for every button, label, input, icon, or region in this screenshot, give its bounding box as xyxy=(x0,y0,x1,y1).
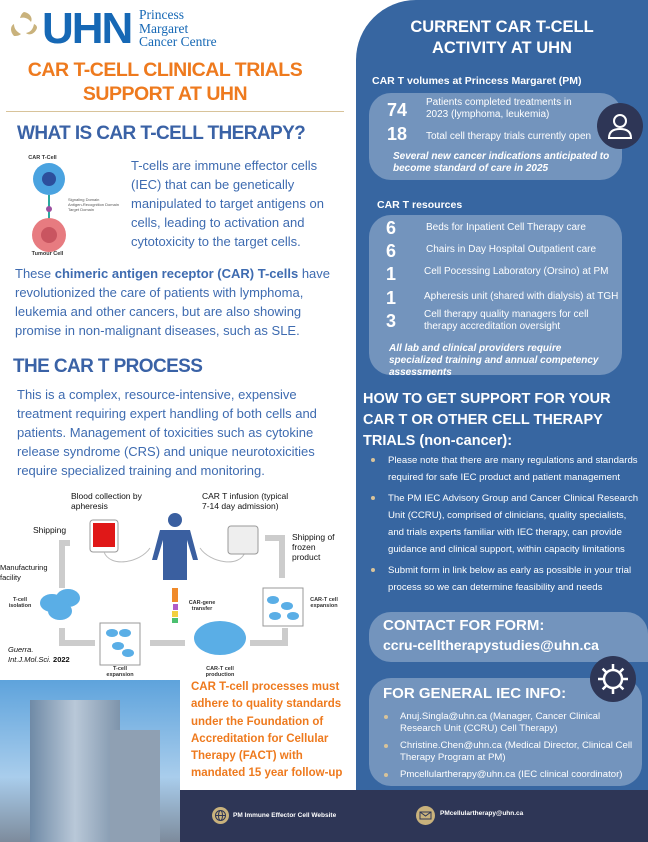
contact-box xyxy=(369,612,648,662)
title-line: SUPPORT AT UHN xyxy=(82,83,248,105)
what-heading: WHAT IS CAR T-CELL THERAPY? xyxy=(17,123,306,144)
volumes-box xyxy=(369,93,622,180)
fig-label: CAR T-Cell xyxy=(28,155,57,161)
text: have revolutionized the care of patients… xyxy=(15,266,331,338)
stat-label: Patients completed treatments in 2023 (l… xyxy=(426,97,572,120)
fig-label: Signaling Domain xyxy=(68,197,100,202)
stat-number: 6 xyxy=(386,241,397,261)
diagram-label: T-cell expansion xyxy=(106,666,134,678)
stat-number: 3 xyxy=(386,311,397,331)
person-icon xyxy=(597,103,643,149)
list-item: Pmcellulartherapy@uhn.ca (IEC clinical c… xyxy=(374,769,642,781)
stat-number: 6 xyxy=(386,218,397,238)
cite-author: Guerra. xyxy=(8,645,34,654)
cite-journal: Int.J.Mol.Sci. xyxy=(8,655,51,664)
diagram-label: CAR T infusion (typical 7-14 day admissi… xyxy=(202,491,289,511)
envelope-icon xyxy=(416,806,435,825)
uhn-logo xyxy=(8,10,38,40)
resources-box xyxy=(369,215,622,375)
website-link[interactable]: PM Immune Effector Cell Website xyxy=(233,812,337,819)
globe-icon xyxy=(212,807,229,824)
stat-number: 18 xyxy=(387,124,408,144)
list-item: Anuj.Singla@uhn.ca (Manager, Cancer Clin… xyxy=(374,711,642,734)
diagram-label: CAR-T cell expansion xyxy=(310,597,338,609)
cite-year: 2022 xyxy=(53,655,70,664)
diagram-label: Shipping of frozen product xyxy=(292,532,335,562)
what-intro: T-cells are immune effector cells (IEC) … xyxy=(131,158,324,249)
diagram-label: Shipping xyxy=(33,525,67,535)
list-item: Submit form in link below as early as po… xyxy=(362,562,644,596)
stat-number: 1 xyxy=(386,264,397,284)
diagram-label: Blood collection by apheresis xyxy=(71,491,142,511)
heading-line: CURRENT CAR T-CELL xyxy=(410,18,594,36)
stat-label: Chairs in Day Hospital Outpatient care xyxy=(426,244,597,255)
volumes-note: Several new cancer indications anticipat… xyxy=(393,151,610,174)
page-title: CAR T-CELL CLINICAL TRIALS SUPPORT AT UH… xyxy=(0,58,330,106)
diagram-label: T-cell isolation xyxy=(8,597,32,609)
text: These xyxy=(15,266,55,281)
general-list: Anuj.Singla@uhn.ca (Manager, Cancer Clin… xyxy=(374,711,642,787)
quality-standards-note: CAR T-cell processes must adhere to qual… xyxy=(191,681,343,780)
heading-line: ACTIVITY AT UHN xyxy=(432,39,572,57)
stat-label: Cell Pocessing Laboratory (Orsino) at PM xyxy=(424,266,609,277)
resources-note: All lab and clinical providers require s… xyxy=(389,343,599,378)
process-heading: THE CAR T PROCESS xyxy=(13,356,203,377)
virus-icon xyxy=(590,656,636,702)
general-heading: FOR GENERAL IEC INFO: xyxy=(383,685,567,702)
footer-email-link[interactable]: PMcellulartherapy@uhn.ca xyxy=(440,810,524,817)
fig-label: Target Domain xyxy=(68,207,95,212)
list-item: The PM IEC Advisory Group and Cancer Cli… xyxy=(362,490,644,558)
citation: Guerra.Int.J.Mol.Sci. 2022 xyxy=(8,645,70,665)
diagram-label: CAR-gene transfer xyxy=(188,600,216,612)
stat-label: Apheresis unit (shared with dialysis) at… xyxy=(424,291,619,302)
fig-label: Tumour Cell xyxy=(31,251,64,257)
stat-number: 1 xyxy=(386,288,397,308)
diagram-label: CAR-T cell production xyxy=(205,666,235,678)
logo-subtitle: Princess Margaret Cancer Centre xyxy=(139,8,217,49)
divider xyxy=(6,111,344,112)
list-item: Christine.Chen@uhn.ca (Medical Director,… xyxy=(374,740,642,763)
process-text: This is a complex, resource-intensive, e… xyxy=(17,387,317,478)
title-line: CAR T-CELL CLINICAL TRIALS xyxy=(27,59,303,81)
what-paragraph: These chimeric antigen receptor (CAR) T-… xyxy=(15,264,335,340)
stat-label: Beds for Inpatient Cell Therapy care xyxy=(426,222,586,233)
hospital-building-photo xyxy=(0,680,180,842)
support-heading: HOW TO GET SUPPORT FOR YOUR CAR T OR OTH… xyxy=(363,391,611,449)
logo-line: Princess xyxy=(139,7,184,22)
fig-label: Antigen-Recognition Domain xyxy=(68,202,119,207)
stat-label: Cell therapy quality managers for cell t… xyxy=(424,309,589,332)
logo-brand: UHN xyxy=(42,4,133,53)
car-t-cell-figure: CAR T-Cell Signaling Domain Antigen-Reco… xyxy=(25,155,125,257)
general-info-box xyxy=(369,678,642,786)
car-t-process-diagram: Blood collection by apheresis CAR T infu… xyxy=(0,488,345,678)
logo-line: Cancer Centre xyxy=(139,34,217,49)
bold-text: chimeric antigen receptor (CAR) T-cells xyxy=(54,266,299,281)
stat-label: Total cell therapy trials currently open xyxy=(426,131,592,142)
support-list: Please note that there are many regulati… xyxy=(362,452,644,596)
diagram-label: Manufacturing facility xyxy=(0,563,48,582)
footer xyxy=(180,790,648,842)
logo-line: Margaret xyxy=(139,20,189,36)
activity-heading: CURRENT CAR T-CELL ACTIVITY AT UHN xyxy=(372,17,632,59)
stat-number: 74 xyxy=(387,100,408,120)
resources-heading: CAR T resources xyxy=(377,199,463,211)
volumes-heading: CAR T volumes at Princess Margaret (PM) xyxy=(372,75,582,87)
contact-heading: CONTACT FOR FORM: xyxy=(383,617,545,634)
list-item: Please note that there are many regulati… xyxy=(362,452,644,486)
contact-email-link[interactable]: ccru-celltherapystudies@uhn.ca xyxy=(383,637,599,653)
